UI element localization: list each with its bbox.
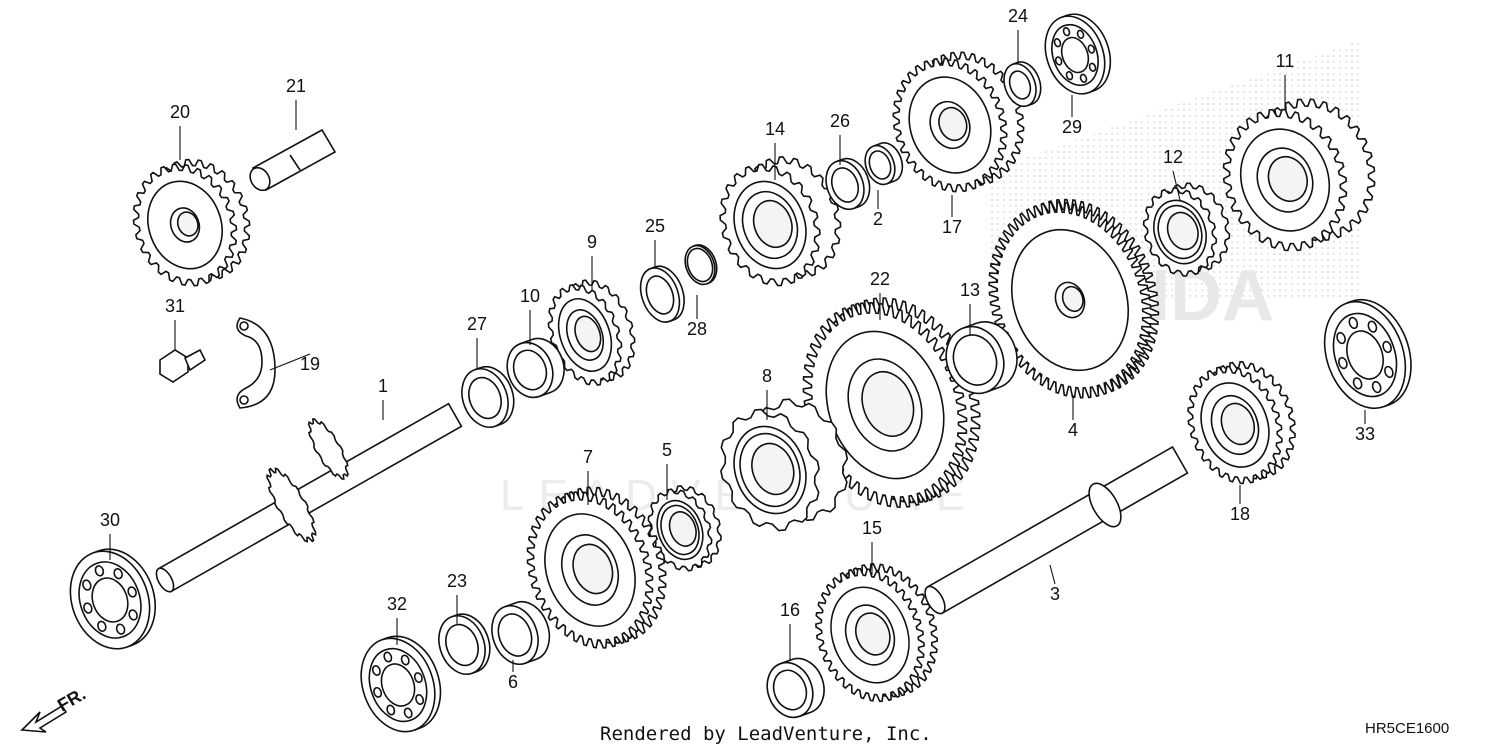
callout-9[interactable]: 9 [587,232,597,252]
callout-31[interactable]: 31 [165,296,185,316]
callout-29[interactable]: 29 [1062,117,1082,137]
part-19 [236,317,276,409]
part-11 [1222,98,1376,252]
callout-1[interactable]: 1 [378,376,388,396]
part-9 [547,279,636,386]
callout-7[interactable]: 7 [583,447,593,467]
callout-12[interactable]: 12 [1163,147,1183,167]
callout-10[interactable]: 10 [520,286,540,306]
part-31 [159,348,207,383]
callout-23[interactable]: 23 [447,571,467,591]
diagram-code: HR5CE1600 [1365,720,1449,737]
callout-27[interactable]: 27 [467,314,487,334]
callout-17[interactable]: 17 [942,217,962,237]
part-27 [461,365,515,428]
leader-line-19 [269,353,311,371]
part-25 [639,265,685,323]
part-33 [1323,298,1412,410]
part-20 [132,158,251,287]
leader-line-3 [1049,564,1056,585]
callout-28[interactable]: 28 [687,319,707,339]
part-13 [945,321,1018,395]
callout-18[interactable]: 18 [1230,504,1250,524]
callout-25[interactable]: 25 [645,216,665,236]
part-32 [360,635,442,733]
callout-32[interactable]: 32 [387,594,407,614]
callout-11[interactable]: 11 [1276,51,1295,71]
callout-20[interactable]: 20 [170,102,190,122]
part-28 [684,244,718,286]
part-24 [1003,61,1042,108]
part-29 [1044,13,1112,95]
callout-14[interactable]: 14 [765,119,785,139]
callout-3[interactable]: 3 [1050,584,1060,604]
part-30 [69,548,157,650]
callout-15[interactable]: 15 [862,518,882,538]
part-8 [720,398,849,532]
part-4 [988,198,1160,399]
callout-8[interactable]: 8 [762,366,772,386]
callout-6[interactable]: 6 [508,672,518,692]
callout-30[interactable]: 30 [100,510,120,530]
part-1 [155,402,463,593]
callout-13[interactable]: 13 [960,280,980,300]
part-6 [491,600,551,665]
callout-22[interactable]: 22 [870,269,890,289]
part-10 [506,337,565,399]
callout-26[interactable]: 26 [830,111,850,131]
callout-24[interactable]: 24 [1008,6,1028,26]
part-21 [249,128,337,192]
part-15 [815,563,939,703]
part-18 [1187,360,1296,485]
callout-5[interactable]: 5 [662,440,672,460]
leader-line-12 [1172,170,1181,201]
callout-16[interactable]: 16 [780,600,800,620]
part-14 [719,156,842,287]
part-2 [864,142,904,186]
callout-19[interactable]: 19 [300,354,320,374]
callout-33[interactable]: 33 [1355,424,1375,444]
footer-credit: Rendered by LeadVenture, Inc. [600,723,932,745]
part-16 [766,657,825,719]
part-7 [526,486,667,649]
part-23 [438,613,491,675]
callout-21[interactable]: 21 [286,76,306,96]
part-12 [1142,182,1231,277]
callout-2[interactable]: 2 [873,209,883,229]
callout-4[interactable]: 4 [1068,420,1078,440]
part-5 [647,484,722,572]
front-arrow-icon [20,704,68,733]
part-17 [892,51,1025,193]
front-direction-indicator: FR. [20,684,89,733]
part-3 [924,445,1189,615]
part-26 [825,157,871,211]
